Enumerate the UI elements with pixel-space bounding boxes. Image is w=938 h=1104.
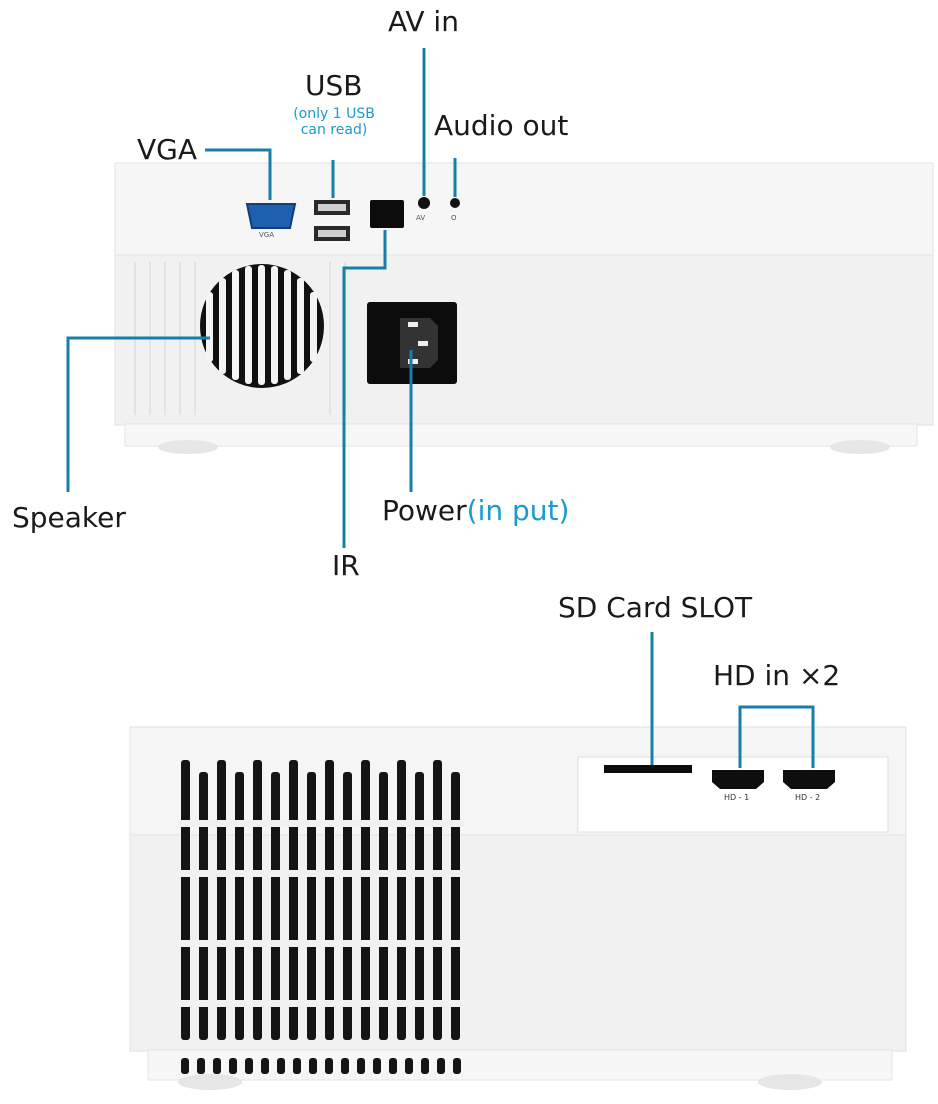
bottom-vents [181,1058,461,1074]
vga-port-tag: VGA [259,231,275,239]
usb-note-line-1: (only 1 USB [293,106,375,122]
label-speaker: Speaker [12,501,126,534]
audio-port-tag: O [451,214,457,222]
label-usb: USB [305,69,363,102]
label-vga: VGA [137,133,198,166]
foot [178,1074,242,1090]
vent-crossbars [178,820,464,1007]
leader-lines-bottom [650,632,815,768]
audio-out-jack [450,198,460,208]
label-hd-in: HD in ×2 [713,659,841,692]
label-power: Power(in put) [382,497,569,525]
vga-port [245,203,297,229]
ir-receiver [370,200,404,228]
speaker-grille [200,264,324,388]
hdmi-port-1 [712,770,764,789]
hdmi-1-tag: HD - 1 [724,793,750,802]
label-usb-note: (only 1 USB can read) [276,106,392,138]
label-audio-out: Audio out [434,109,569,142]
usb-note-line-2: can read) [300,122,368,138]
foot [758,1074,822,1090]
leader-lines-top [66,48,457,548]
sd-card-slot [604,765,692,773]
label-av-in: AV in [388,5,459,38]
label-ir: IR [332,549,360,582]
av-port-tag: AV [416,214,426,222]
side-vents [181,760,460,1040]
foot [830,440,890,454]
label-power-text: Power [382,494,467,527]
foot [158,440,218,454]
power-socket [367,302,457,384]
hdmi-2-tag: HD - 2 [795,793,821,802]
usb-ports [314,200,350,241]
hdmi-port-2 [783,770,835,789]
label-power-note: (in put) [466,494,570,527]
av-in-jack [418,197,430,209]
label-sd-card-slot: SD Card SLOT [558,591,753,624]
